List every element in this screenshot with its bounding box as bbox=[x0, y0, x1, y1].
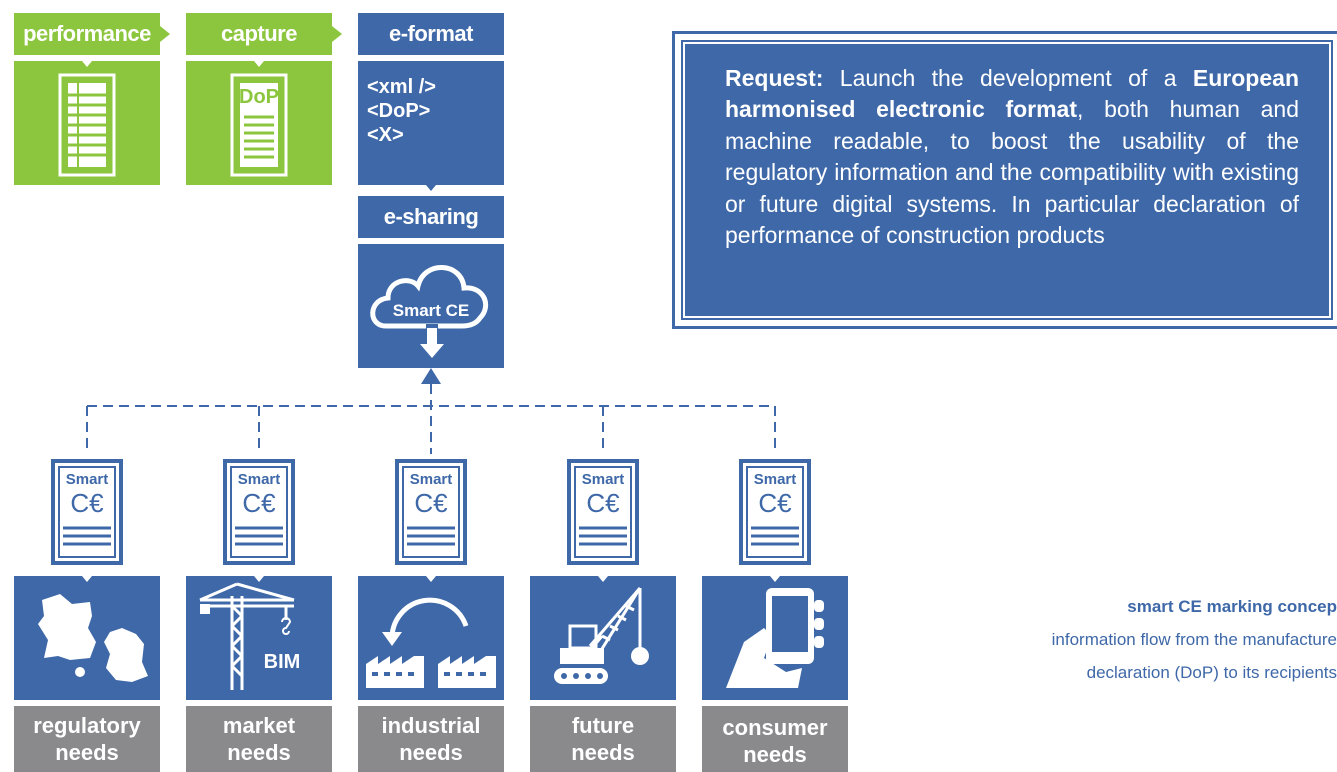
smart-ce-card-icon bbox=[395, 459, 467, 565]
e-sharing-header: e-sharing bbox=[358, 196, 504, 238]
code-line: <xml /> bbox=[367, 76, 436, 98]
distribution-connectors bbox=[86, 368, 776, 454]
smart-label: Smart bbox=[581, 471, 625, 488]
request-bold-phrase: European harmonised electronic format bbox=[725, 65, 1299, 123]
smart-ce-cloud-label: Smart CE bbox=[392, 301, 470, 320]
smart-ce-card-icon bbox=[739, 459, 811, 565]
regulatory-icon-panel bbox=[14, 576, 160, 700]
label-line: regulatory bbox=[33, 713, 141, 738]
dop-document-icon bbox=[230, 61, 288, 177]
performance-panel bbox=[14, 61, 160, 185]
industrial-needs-label: industrial needs bbox=[358, 706, 504, 772]
label-line: industrial bbox=[381, 713, 481, 738]
request-text-part2: , both human and machine readable, to bo… bbox=[725, 96, 1300, 249]
smart-ce-card-consumer: Smart C€ bbox=[738, 458, 812, 566]
ce-mark: C€ bbox=[414, 488, 448, 518]
label-line: consumer bbox=[722, 715, 828, 740]
flow-arrow-icon bbox=[160, 26, 170, 42]
smart-ce-card-icon bbox=[567, 459, 639, 565]
dop-doc-label: DoP bbox=[239, 86, 279, 108]
label-line: future bbox=[571, 713, 635, 738]
label-line: needs bbox=[399, 740, 463, 765]
caption-title: smart CE marking concep bbox=[1127, 597, 1337, 616]
cloud-download-icon bbox=[370, 265, 488, 358]
label-line: market bbox=[222, 713, 296, 738]
ce-mark: C€ bbox=[758, 488, 792, 518]
smart-label: Smart bbox=[753, 471, 797, 488]
smart-label: Smart bbox=[409, 471, 453, 488]
smart-ce-card-regulatory: Smart C€ bbox=[50, 458, 124, 566]
e-sharing-panel: Smart CE bbox=[358, 244, 504, 368]
capture-header: capture bbox=[186, 13, 332, 55]
smart-ce-card-icon bbox=[51, 459, 123, 565]
smartphone-hand-icon bbox=[726, 576, 824, 688]
smart-ce-card-industrial: Smart C€ bbox=[394, 458, 468, 566]
code-line: <X> bbox=[367, 124, 404, 146]
industrial-icon-panel bbox=[358, 576, 504, 700]
label-line: needs bbox=[227, 740, 291, 765]
performance-header: performance bbox=[14, 13, 160, 55]
label-line: needs bbox=[55, 740, 119, 765]
smart-ce-card-future: Smart C€ bbox=[566, 458, 640, 566]
future-icon-panel bbox=[530, 576, 676, 700]
label-line: needs bbox=[743, 742, 807, 767]
code-line: <DoP> bbox=[367, 100, 431, 122]
regulatory-needs-label: regulatory needs bbox=[14, 706, 160, 772]
factories-icon bbox=[366, 576, 496, 688]
consumer-needs-label: consumer needs bbox=[702, 706, 848, 772]
consumer-icon-panel bbox=[702, 576, 848, 700]
notch-icon bbox=[426, 185, 436, 191]
capture-panel: DoP bbox=[186, 61, 332, 185]
request-text-part1: Launch the development of a bbox=[823, 65, 1193, 91]
market-icon-panel: BIM bbox=[186, 576, 332, 700]
smart-label: Smart bbox=[65, 471, 109, 488]
ce-mark: C€ bbox=[586, 488, 620, 518]
label-line: needs bbox=[571, 740, 635, 765]
market-needs-label: market needs bbox=[186, 706, 332, 772]
maps-icon bbox=[38, 576, 148, 682]
caption-line1: information flow from the manufacture bbox=[1051, 630, 1337, 649]
excavator-icon bbox=[554, 576, 649, 684]
ce-mark: C€ bbox=[70, 488, 104, 518]
e-format-header: e-format bbox=[358, 13, 504, 55]
future-needs-label: future needs bbox=[530, 706, 676, 772]
bim-label: BIM bbox=[263, 651, 301, 673]
caption-line2: declaration (DoP) to its recipients bbox=[1086, 663, 1337, 682]
request-box: Request: Launch the development of a Eur… bbox=[672, 31, 1337, 329]
request-inner-panel: Request: Launch the development of a Eur… bbox=[681, 40, 1333, 320]
smart-ce-card-market: Smart C€ bbox=[222, 458, 296, 566]
smart-label: Smart bbox=[237, 471, 281, 488]
crane-icon bbox=[199, 576, 295, 690]
request-text: Request: Launch the development of a Eur… bbox=[725, 63, 1299, 251]
ce-mark: C€ bbox=[242, 488, 276, 518]
flow-arrow-icon bbox=[332, 26, 342, 42]
request-lead: Request: bbox=[725, 65, 824, 91]
smart-ce-card-icon bbox=[223, 459, 295, 565]
table-document-icon bbox=[58, 61, 116, 177]
e-format-code-panel: <xml /> <DoP> <X> bbox=[358, 61, 504, 185]
